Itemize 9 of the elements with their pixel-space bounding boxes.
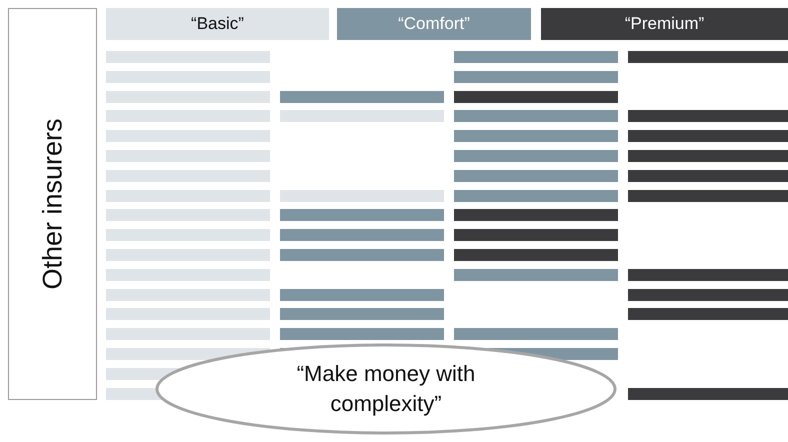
column-header — [337, 8, 531, 40]
row-group-box — [8, 8, 97, 400]
header-text: “Comfort” — [398, 14, 470, 34]
row-group-label: Other insurers — [37, 118, 68, 290]
column-header — [541, 8, 788, 40]
header-text: “Premium” — [624, 14, 704, 34]
column-header — [106, 8, 329, 40]
callout-text: “Make money with complexity” — [296, 360, 476, 418]
header-text: “Basic” — [191, 14, 244, 34]
